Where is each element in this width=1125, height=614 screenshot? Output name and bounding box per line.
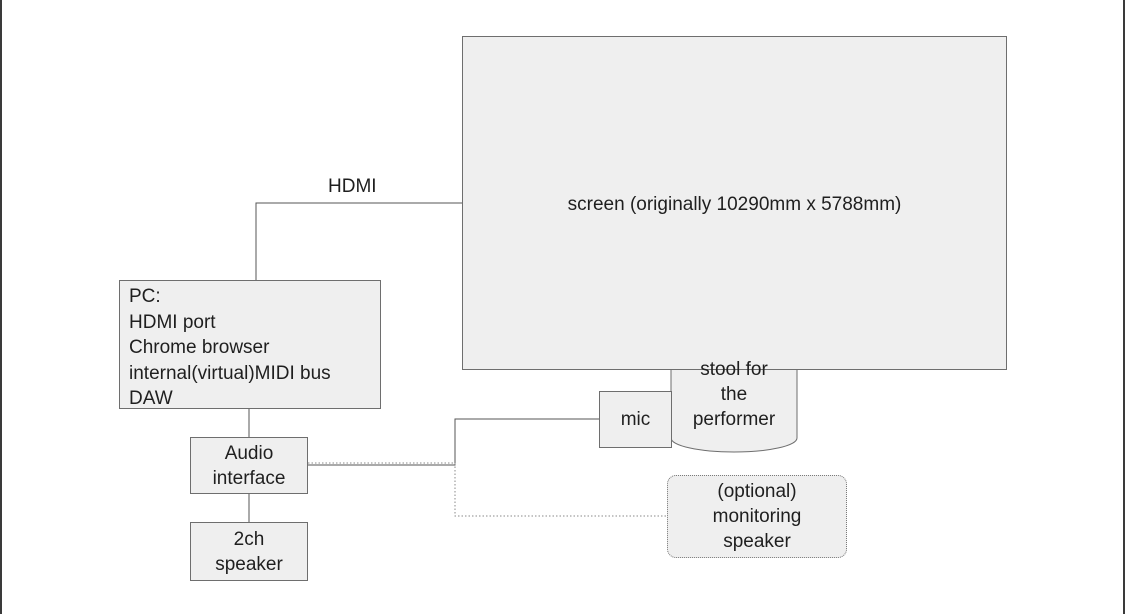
audio-to-mic-connector — [308, 418, 600, 466]
pc-line-daw: DAW — [129, 388, 173, 409]
stool-line-3: performer — [692, 408, 776, 430]
screen-label: screen (originally 10290mm x 5788mm) — [567, 194, 902, 215]
audio-interface-line-2: interface — [212, 467, 286, 489]
stool-line-1: stool for — [700, 358, 768, 380]
audio-interface-box: Audio interface — [190, 437, 308, 494]
pc-line-midi: internal(virtual)MIDI bus — [129, 362, 331, 384]
monitor-line-1: (optional) — [717, 481, 797, 502]
hdmi-label: HDMI — [328, 176, 377, 197]
audio-to-monitor-connector — [308, 462, 668, 517]
stool-text: stool for the performer — [671, 355, 797, 433]
stool-line-2: the — [720, 383, 748, 405]
speaker-line-1: 2ch — [233, 528, 265, 550]
speaker-box: 2ch speaker — [190, 522, 308, 581]
speaker-line-2: speaker — [215, 553, 283, 575]
frame-border-left — [0, 0, 2, 614]
frame-border-right — [1123, 0, 1125, 614]
hdmi-connector — [255, 202, 463, 281]
monitor-line-3: speaker — [723, 531, 791, 552]
mic-label: mic — [620, 409, 651, 430]
audio-interface-line-1: Audio — [224, 442, 274, 464]
monitor-speaker-box: (optional) monitoring speaker — [667, 475, 847, 558]
mic-box: mic — [599, 391, 672, 448]
pc-box — [119, 280, 381, 409]
pc-text: PC: HDMI port Chrome browser internal(vi… — [129, 284, 331, 412]
monitor-line-2: monitoring — [712, 506, 802, 527]
pc-line-title: PC: — [129, 286, 161, 307]
screen-box — [462, 36, 1007, 370]
pc-line-chrome: Chrome browser — [129, 337, 270, 358]
pc-line-hdmi-port: HDMI port — [129, 311, 216, 333]
